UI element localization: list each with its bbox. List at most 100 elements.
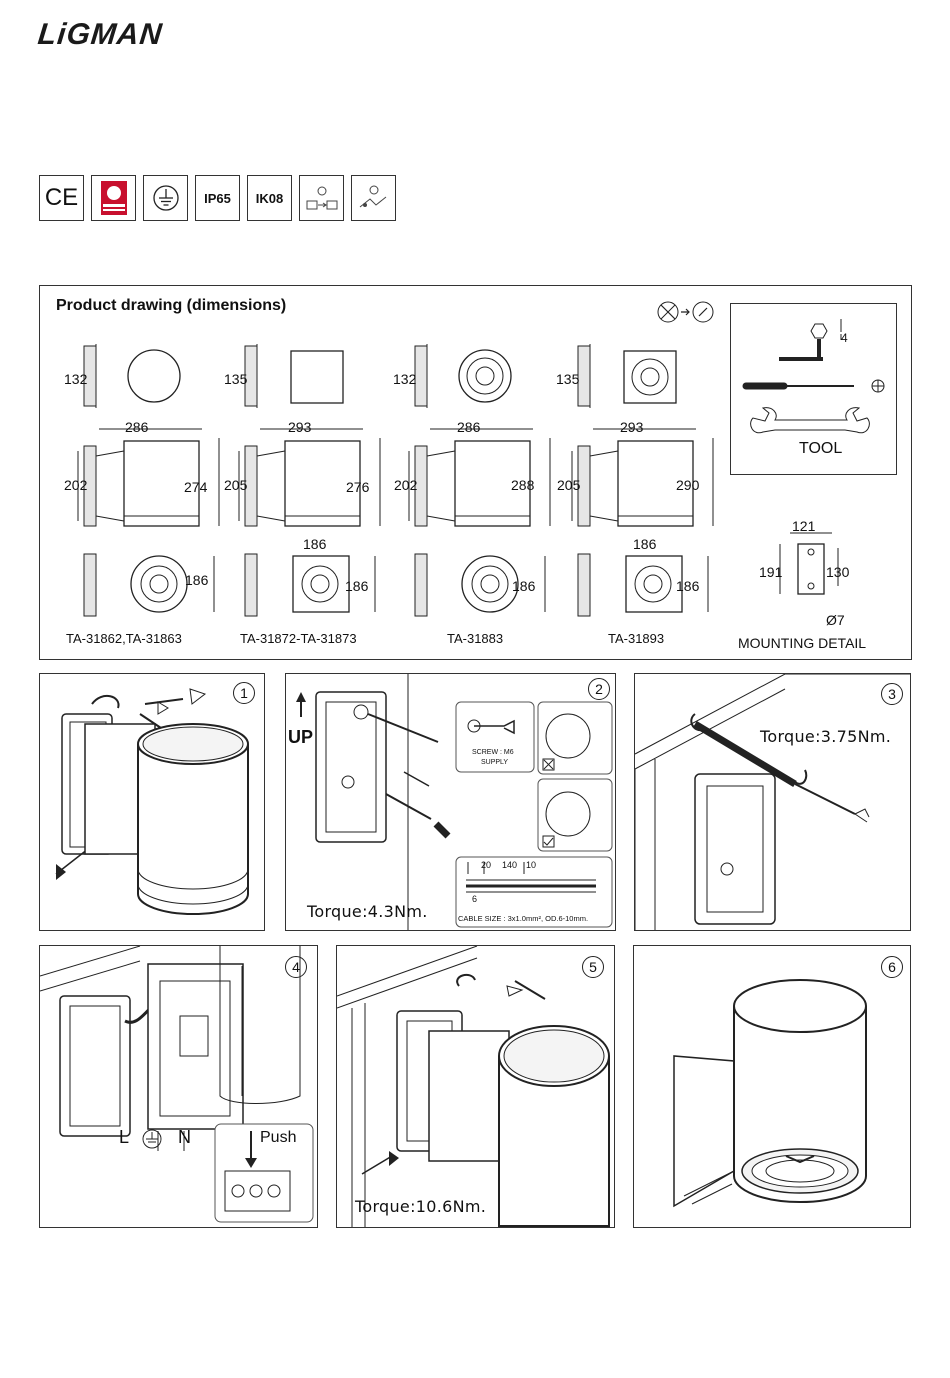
top-dim-2: 135 bbox=[224, 371, 248, 387]
front-lens-inner bbox=[149, 574, 169, 594]
strip-length-4: 6 bbox=[472, 894, 478, 904]
lens-inner bbox=[475, 366, 495, 386]
wall-section bbox=[414, 345, 428, 407]
mount-bracket bbox=[589, 450, 619, 522]
front-lens-inner bbox=[310, 574, 330, 594]
cert-label: IK08 bbox=[255, 190, 284, 206]
driver-icon bbox=[351, 175, 396, 221]
mount-hole: Ø7 bbox=[826, 612, 845, 628]
mount-bracket bbox=[426, 450, 456, 522]
left-height-1: 202 bbox=[64, 477, 88, 493]
wall-section bbox=[577, 553, 591, 617]
side-body bbox=[617, 440, 694, 527]
dimension-drawings bbox=[77, 344, 839, 617]
model-label-2: TA-31872-TA-31873 bbox=[240, 631, 357, 646]
wall-section bbox=[83, 445, 97, 527]
front-width-4: 186 bbox=[633, 536, 657, 552]
front-lens-inner bbox=[480, 574, 500, 594]
left-height-3: 202 bbox=[394, 477, 418, 493]
front-outline bbox=[625, 555, 683, 613]
wall-section bbox=[414, 445, 428, 527]
mount-width: 121 bbox=[792, 518, 816, 534]
left-height-2: 205 bbox=[224, 477, 248, 493]
body-outline bbox=[458, 349, 512, 403]
supply-label: SUPPLY bbox=[481, 759, 509, 766]
wall-section bbox=[577, 345, 591, 407]
step-3-illustration bbox=[635, 674, 910, 930]
step-2-panel: 2 UP SCREW : M6 SUPPLY 20 140 10 6 CABLE… bbox=[285, 673, 616, 931]
right-height-4: 290 bbox=[676, 477, 700, 493]
step-1-illustration bbox=[55, 688, 249, 915]
wall-section bbox=[244, 553, 258, 617]
front-outline bbox=[292, 555, 350, 613]
front-outline bbox=[461, 555, 519, 613]
side-body bbox=[454, 440, 531, 527]
cert-label: CE bbox=[44, 184, 79, 211]
lens-outline bbox=[631, 358, 669, 396]
mount-bracket bbox=[256, 450, 286, 522]
mount-hole bbox=[807, 582, 815, 590]
hex-key-size: 4 bbox=[841, 331, 848, 345]
step-4-illustration bbox=[40, 946, 314, 1223]
width-dim-1: 286 bbox=[125, 419, 149, 435]
product-drawing-panel: Product drawing (dimensions) 4 TOOL 132 … bbox=[39, 285, 912, 660]
step-number: 2 bbox=[588, 678, 610, 700]
wall-section bbox=[414, 553, 428, 617]
cert-label: IP65 bbox=[204, 190, 231, 206]
model-label-3: TA-31883 bbox=[447, 631, 504, 646]
tool-box: 4 TOOL bbox=[730, 303, 897, 475]
brand-logo: LiGMAN bbox=[36, 18, 165, 51]
width-dim-2: 293 bbox=[288, 419, 312, 435]
body-outline bbox=[290, 350, 344, 404]
tool-label: TOOL bbox=[799, 440, 843, 457]
screw-label: SCREW : M6 bbox=[472, 749, 514, 756]
wall-section bbox=[577, 445, 591, 527]
lens-inner bbox=[640, 367, 660, 387]
ip-rating-icon: IP65 bbox=[195, 175, 240, 221]
strip-length-3: 10 bbox=[526, 860, 537, 870]
front-lens bbox=[471, 565, 509, 603]
wall-section bbox=[83, 553, 97, 617]
quality-seal-icon bbox=[91, 175, 136, 221]
side-body bbox=[123, 440, 200, 527]
front-dim-4: 186 bbox=[676, 578, 700, 594]
step-number: 5 bbox=[582, 956, 604, 978]
mounting-label: MOUNTING DETAIL bbox=[738, 635, 867, 651]
mount-hole bbox=[807, 548, 815, 556]
voltage-input-icon bbox=[299, 175, 344, 221]
right-height-1: 274 bbox=[184, 479, 208, 495]
step-number: 4 bbox=[285, 956, 307, 978]
torque-label: Torque:10.6Nm. bbox=[355, 1197, 487, 1216]
step-6-illustration bbox=[673, 979, 867, 1208]
step-5-illustration bbox=[337, 946, 610, 1227]
earth-ground-icon bbox=[143, 175, 188, 221]
step-number: 6 bbox=[881, 956, 903, 978]
left-height-4: 205 bbox=[557, 477, 581, 493]
body-outline bbox=[127, 349, 181, 403]
front-lens bbox=[140, 565, 178, 603]
mount-height-left: 191 bbox=[759, 564, 783, 580]
right-height-2: 276 bbox=[346, 479, 370, 495]
step-4-panel: 4 L N Push bbox=[39, 945, 318, 1228]
top-dim-4: 135 bbox=[556, 371, 580, 387]
terminal-N: N bbox=[178, 1127, 191, 1147]
step-6-panel: 6 bbox=[633, 945, 911, 1228]
front-lens bbox=[634, 565, 672, 603]
step-2-illustration bbox=[296, 674, 613, 930]
terminal-L: L bbox=[119, 1127, 130, 1147]
push-label: Push bbox=[260, 1129, 297, 1146]
step-number: 3 bbox=[881, 683, 903, 705]
width-dim-3: 286 bbox=[457, 419, 481, 435]
lens-outline bbox=[466, 357, 504, 395]
cable-size-label: CABLE SIZE : 3x1.0mm², OD.6-10mm. bbox=[458, 914, 589, 923]
side-body bbox=[284, 440, 361, 527]
tool-change-icon bbox=[657, 301, 714, 323]
body-outline bbox=[623, 350, 677, 404]
ce-mark-icon: CE bbox=[39, 175, 84, 221]
step-1-panel: 1 bbox=[39, 673, 265, 931]
mounting-plate bbox=[797, 543, 825, 595]
front-outline bbox=[130, 555, 188, 613]
step-number: 1 bbox=[233, 682, 255, 704]
width-dim-4: 293 bbox=[620, 419, 644, 435]
front-lens-inner bbox=[643, 574, 663, 594]
